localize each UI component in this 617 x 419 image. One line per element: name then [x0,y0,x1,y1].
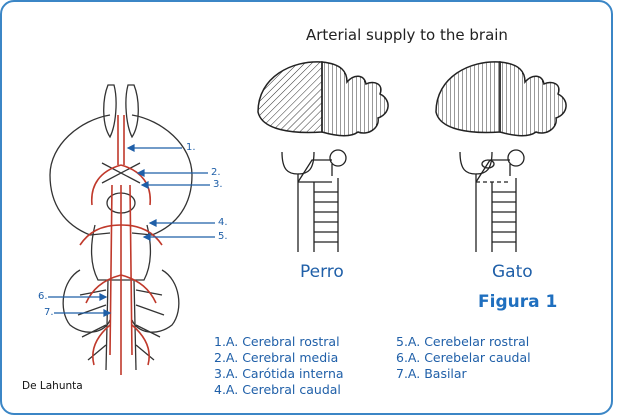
dog-schematic [252,52,402,252]
brain-label-7: 7. [44,307,54,318]
legend-item-4: 4.A. Cerebral caudal [214,382,341,397]
cat-schematic [430,52,580,252]
brain-ventral-view-illustration [10,75,240,375]
brain-label-3: 3. [213,179,223,190]
figure-label: Figura 1 [478,292,557,312]
figure-title: Arterial supply to the brain [306,26,508,44]
brain-label-4: 4. [218,217,228,228]
credit-text: De Lahunta [22,380,83,392]
brain-label-6: 6. [38,291,48,302]
cat-caption: Gato [492,262,533,282]
legend-item-1: 1.A. Cerebral rostral [214,334,340,349]
legend-item-2: 2.A. Cerebral media [214,350,338,365]
brain-label-5: 5. [218,231,228,242]
dog-caption: Perro [300,262,344,282]
legend-item-6: 6.A. Cerebelar caudal [396,350,531,365]
brain-label-2: 2. [211,167,221,178]
brain-label-1: 1. [186,142,196,153]
legend-item-5: 5.A. Cerebelar rostral [396,334,529,349]
legend-item-3: 3.A. Carótida interna [214,366,344,381]
legend-item-7: 7.A. Basilar [396,366,467,381]
